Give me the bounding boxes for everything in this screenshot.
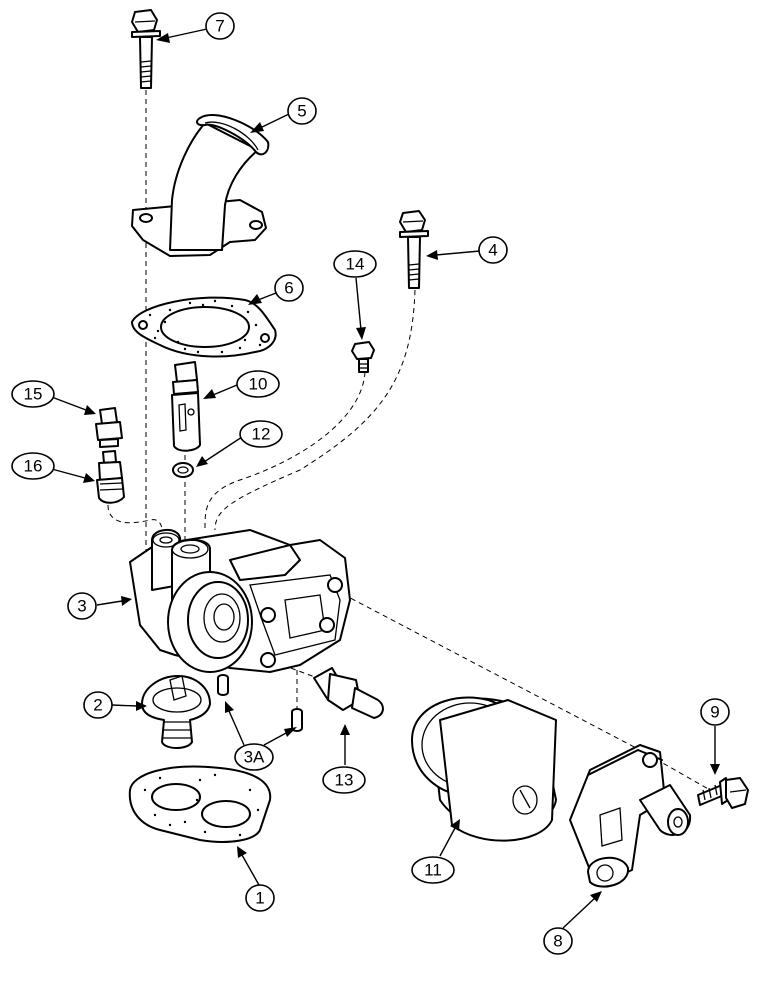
callout-5: 5 <box>287 97 317 125</box>
callout-15-label: 15 <box>24 385 43 404</box>
bracket-part-8 <box>569 744 692 888</box>
callout-6-label: 6 <box>284 279 293 298</box>
sender-part-16 <box>96 450 125 504</box>
callout-16-label: 16 <box>24 457 43 476</box>
callout-4: 4 <box>478 236 508 264</box>
sensor-part-10 <box>171 361 201 452</box>
callout-4-label: 4 <box>488 241 497 260</box>
fitting-part-13 <box>313 667 384 719</box>
callout-8: 8 <box>543 927 573 955</box>
callout-7-label: 7 <box>215 17 224 36</box>
callout-11: 11 <box>411 856 455 884</box>
leader-lines <box>47 28 720 929</box>
callout-16: 16 <box>11 452 55 480</box>
thermostat-part-2 <box>141 675 211 749</box>
callout-1-label: 1 <box>255 889 264 908</box>
callout-7: 7 <box>205 12 235 40</box>
callout-8-label: 8 <box>553 932 562 951</box>
callout-3: 3 <box>67 592 97 620</box>
housing-part-3 <box>129 529 351 673</box>
callout-5-label: 5 <box>297 102 306 121</box>
callout-13-label: 13 <box>335 771 354 790</box>
filter-part-11 <box>411 696 557 842</box>
callout-11-label: 11 <box>424 861 442 880</box>
callout-2: 2 <box>83 691 113 719</box>
callout-6: 6 <box>274 274 304 302</box>
callout-3a: 3A <box>234 743 274 771</box>
callout-1: 1 <box>245 884 275 912</box>
callout-10: 10 <box>236 370 280 398</box>
callout-9-label: 9 <box>710 703 719 722</box>
callout-13: 13 <box>322 766 366 794</box>
callout-2-label: 2 <box>93 696 102 715</box>
bolt-part-4 <box>399 210 429 289</box>
callout-9: 9 <box>700 698 730 726</box>
callout-12: 12 <box>239 420 283 448</box>
o-ring-part-12 <box>172 462 194 478</box>
callout-3a-label: 3A <box>244 748 265 767</box>
bolt-part-7 <box>131 9 161 89</box>
elbow-outlet-part-5 <box>131 114 270 257</box>
callout-15: 15 <box>11 380 55 408</box>
gasket-part-6 <box>131 296 277 358</box>
callout-14-label: 14 <box>346 255 365 274</box>
gasket-part-1 <box>128 765 272 843</box>
callout-10-label: 10 <box>249 375 268 394</box>
callout-12-label: 12 <box>252 425 271 444</box>
bolt-part-14 <box>351 341 375 373</box>
callout-14: 14 <box>333 250 377 278</box>
bolt-part-9 <box>697 777 749 809</box>
dowel-part-3a <box>217 674 303 732</box>
callout-3-label: 3 <box>77 597 86 616</box>
fitting-part-15 <box>95 407 123 448</box>
